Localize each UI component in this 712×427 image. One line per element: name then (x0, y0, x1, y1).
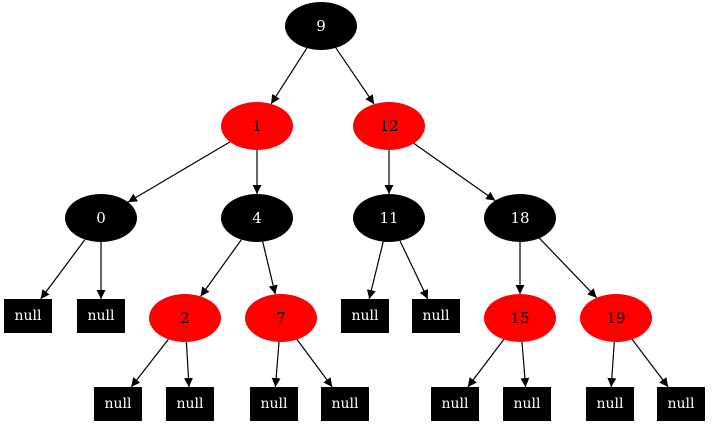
node-value-label: 1 (252, 117, 262, 135)
node-value-label: 4 (252, 209, 262, 227)
node-value-label: 12 (379, 117, 398, 135)
node-value-label: 9 (316, 17, 326, 35)
null-label: null (177, 396, 205, 412)
black-node-9: 9 (285, 2, 357, 50)
black-node-18: 18 (484, 194, 556, 242)
tree-nodes: 9 1 12 0 4 11 18 2 7 15 19 null null null null null null… (4, 2, 705, 421)
red-node-2: 2 (149, 294, 221, 342)
node-ellipse (285, 2, 357, 50)
node-ellipse (353, 194, 425, 242)
null-label: null (352, 308, 380, 324)
edge-n11-z3 (366, 241, 384, 300)
node-value-label: 0 (96, 209, 106, 227)
null-leaf-box (250, 387, 298, 421)
node-ellipse (221, 102, 293, 150)
edge-n0-z1 (40, 239, 86, 300)
edge-n19-z11 (607, 341, 617, 388)
null-leaf-node: null (341, 299, 389, 333)
red-node-15: 15 (484, 294, 556, 342)
node-value-label: 18 (510, 209, 529, 227)
node-value-label: 15 (510, 309, 529, 327)
red-node-12: 12 (353, 102, 425, 150)
node-ellipse (65, 194, 137, 242)
null-leaf-box (77, 299, 125, 333)
edge-n15-z10 (520, 341, 530, 388)
null-leaf-box (412, 299, 460, 333)
null-leaf-box (341, 299, 389, 333)
null-label: null (88, 308, 116, 324)
edge-n4-n7 (262, 241, 278, 295)
edge-n1-n0 (127, 141, 231, 203)
node-value-label: 19 (606, 309, 625, 327)
null-label: null (261, 396, 289, 412)
null-leaf-node: null (77, 299, 125, 333)
edge-n2-z6 (183, 341, 193, 388)
null-leaf-node: null (4, 299, 52, 333)
node-ellipse (580, 294, 652, 342)
null-leaf-box (503, 387, 551, 421)
null-label: null (597, 396, 625, 412)
null-label: null (514, 396, 542, 412)
node-ellipse (353, 102, 425, 150)
red-node-19: 19 (580, 294, 652, 342)
node-ellipse (484, 294, 556, 342)
null-leaf-node: null (94, 387, 142, 421)
null-leaf-node: null (166, 387, 214, 421)
null-leaf-box (431, 387, 479, 421)
edge-n7-z8 (296, 339, 333, 388)
null-leaf-node: null (321, 387, 369, 421)
edge-n2-z5 (130, 338, 169, 388)
null-leaf-node: null (586, 387, 634, 421)
null-leaf-node: null (503, 387, 551, 421)
red-node-7: 7 (245, 294, 317, 342)
null-label: null (442, 396, 470, 412)
null-leaf-box (94, 387, 142, 421)
null-leaf-node: null (431, 387, 479, 421)
null-label: null (423, 308, 451, 324)
tree-edges (40, 47, 669, 388)
null-label: null (668, 396, 696, 412)
node-value-label: 7 (276, 309, 286, 327)
edge-n11-z4 (399, 240, 429, 300)
edge-n7-z7 (271, 341, 281, 388)
edge-n9-n12 (335, 47, 375, 105)
edge-n18-n19 (538, 237, 598, 299)
edge-n4-n2 (200, 239, 242, 297)
null-label: null (15, 308, 43, 324)
black-node-4: 4 (221, 194, 293, 242)
edge-n12-n18 (413, 142, 496, 202)
null-label: null (105, 396, 133, 412)
null-leaf-node: null (657, 387, 705, 421)
edge-n19-z12 (631, 339, 669, 388)
red-node-1: 1 (221, 102, 293, 150)
black-node-11: 11 (353, 194, 425, 242)
node-ellipse (245, 294, 317, 342)
node-value-label: 11 (379, 209, 398, 227)
null-label: null (332, 396, 360, 412)
black-node-0: 0 (65, 194, 137, 242)
edge-n9-n1 (270, 47, 308, 105)
node-ellipse (149, 294, 221, 342)
null-leaf-node: null (412, 299, 460, 333)
null-leaf-box (166, 387, 214, 421)
edge-n15-z9 (467, 339, 505, 388)
null-leaf-box (4, 299, 52, 333)
null-leaf-box (657, 387, 705, 421)
null-leaf-box (586, 387, 634, 421)
null-leaf-box (321, 387, 369, 421)
node-ellipse (484, 194, 556, 242)
node-ellipse (221, 194, 293, 242)
null-leaf-node: null (250, 387, 298, 421)
node-value-label: 2 (180, 309, 190, 327)
